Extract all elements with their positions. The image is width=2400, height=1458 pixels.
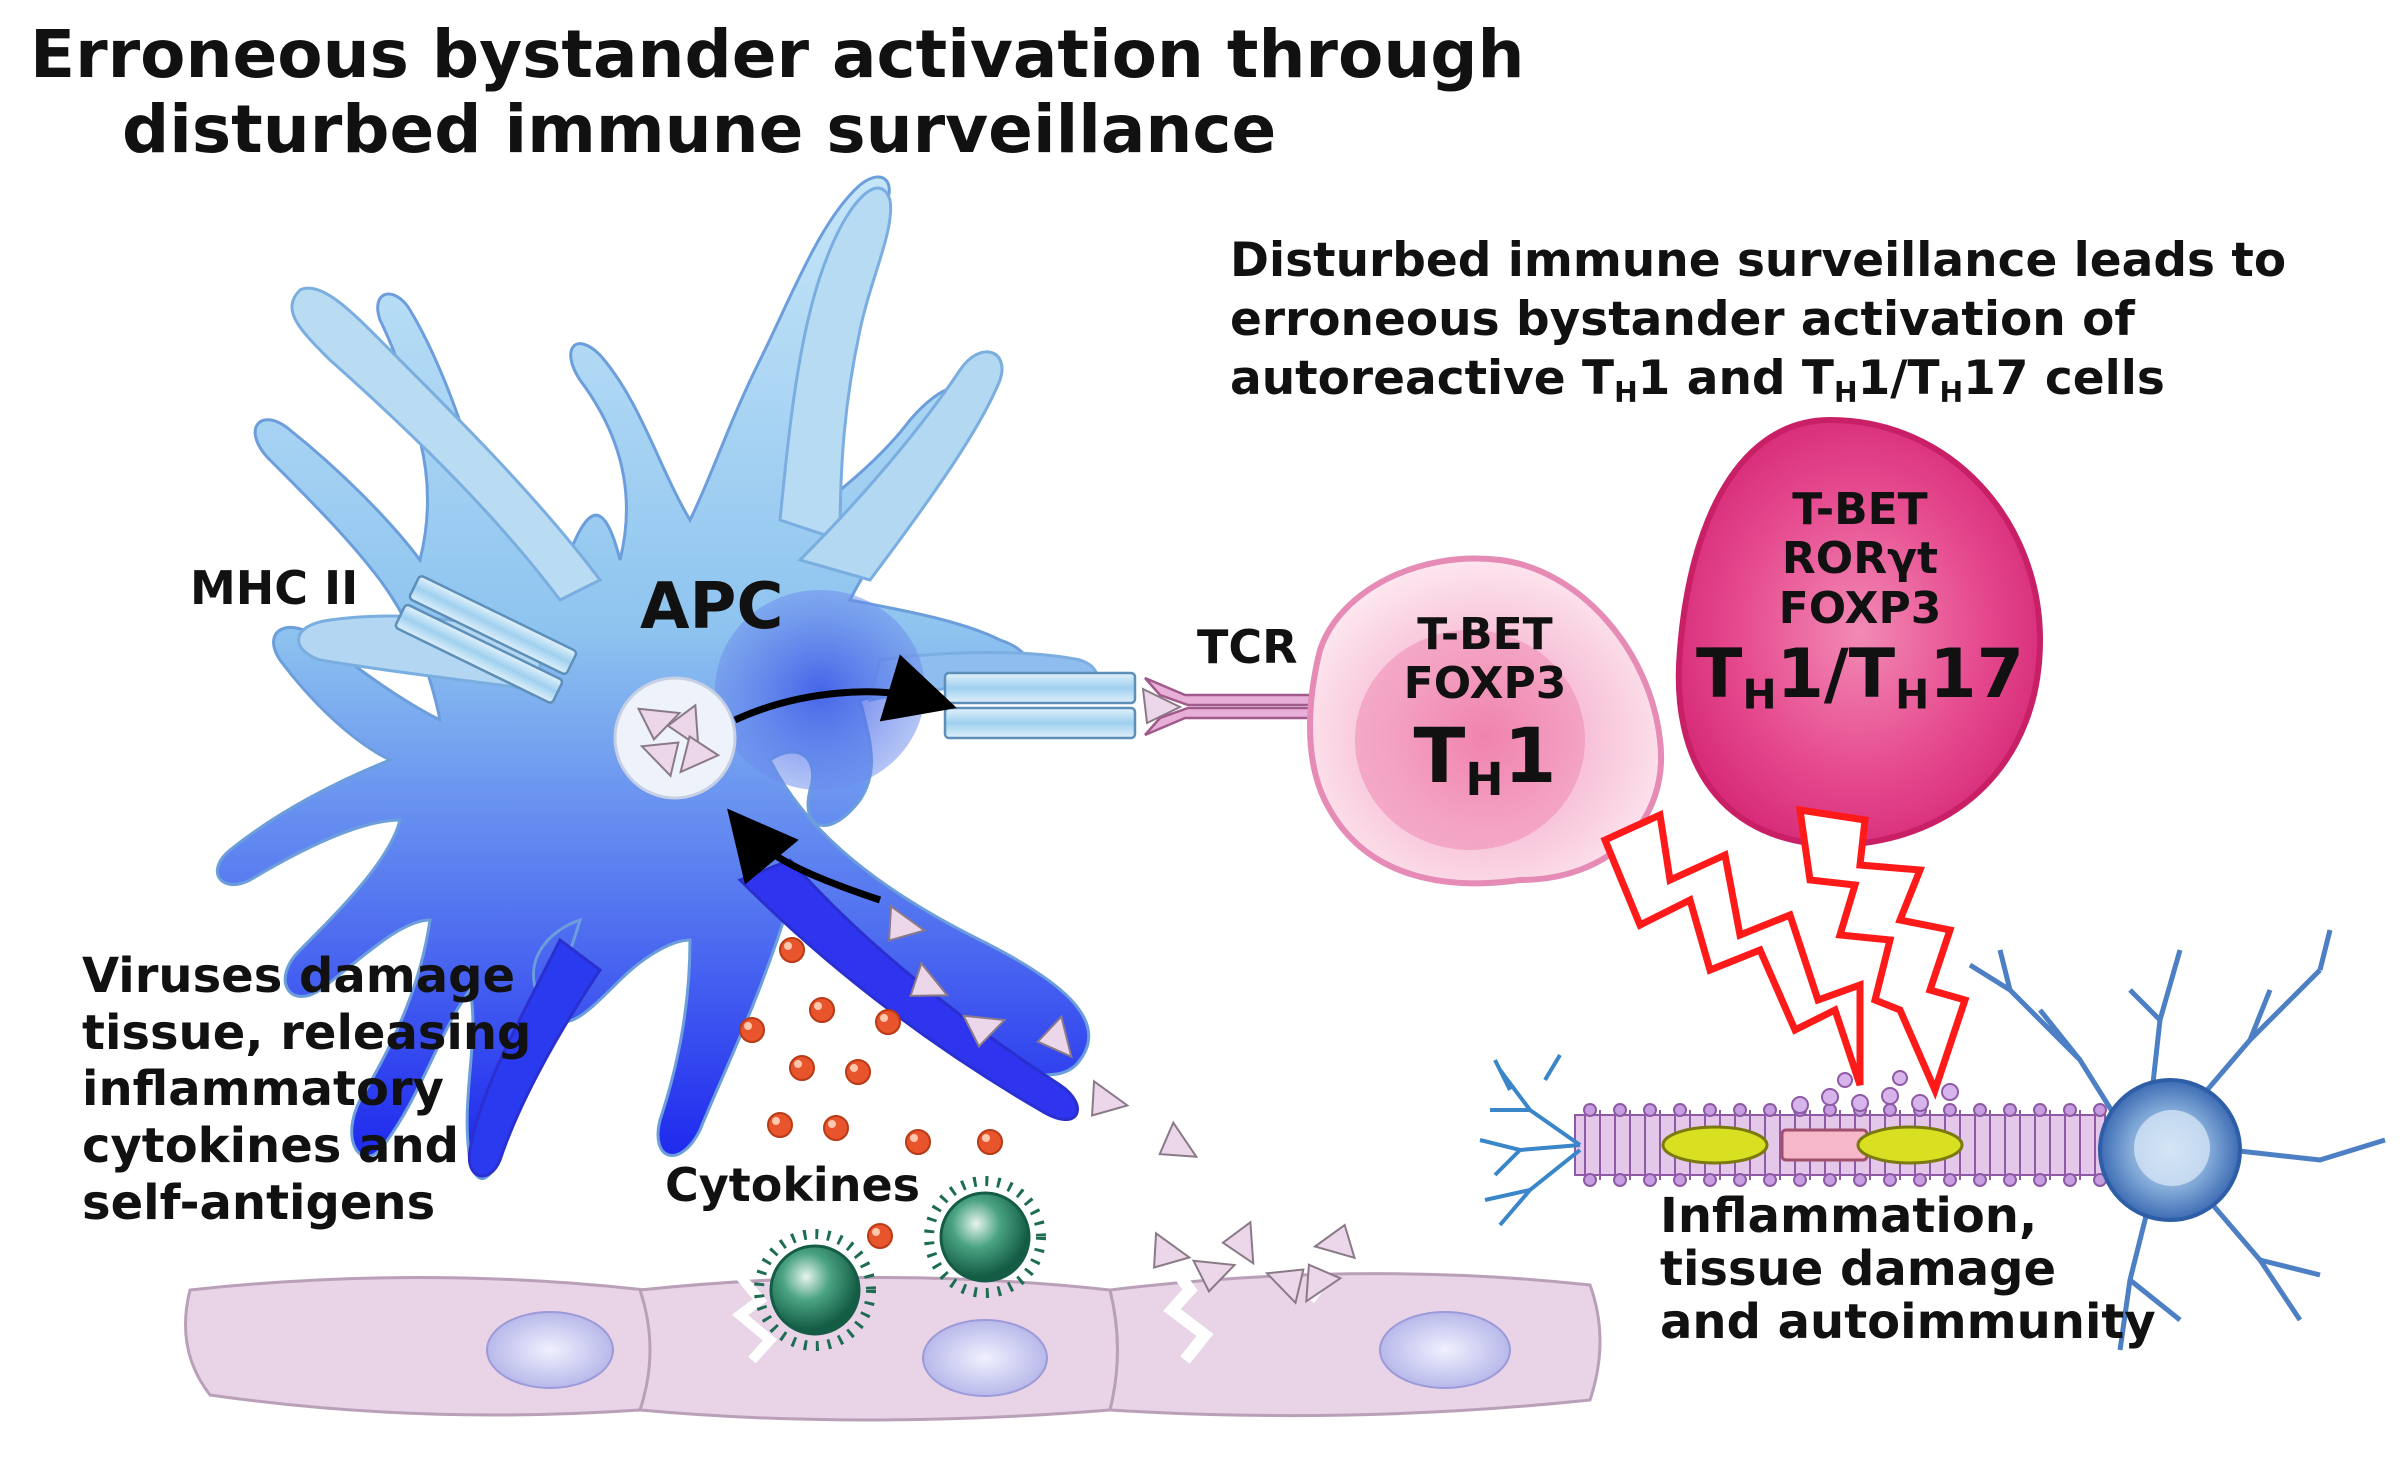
annotation-line-3: autoreactive TH1 and TH1/TH17 cells bbox=[1230, 350, 2165, 409]
axon-terminal-branches bbox=[1479, 1053, 1582, 1227]
lightning-bolts bbox=[1600, 805, 1970, 1100]
virus-text-line-2: tissue, releasing bbox=[82, 1004, 532, 1061]
membrane-protein bbox=[1780, 1128, 1869, 1162]
apc-endosome bbox=[613, 676, 737, 800]
neuron-nucleus bbox=[2134, 1110, 2210, 1186]
title-line-2: disturbed immune surveillance bbox=[122, 90, 1277, 168]
tissue-nucleus-3 bbox=[1379, 1311, 1511, 1389]
tissue-crack-1 bbox=[731, 1266, 778, 1364]
annotation-line-2: erroneous bystander activation of bbox=[1230, 291, 2135, 347]
virus-damage-text: Viruses damage tissue, releasing inflamm… bbox=[82, 948, 531, 1231]
surveillance-annotation: Disturbed immune surveillance leads to e… bbox=[1230, 232, 2286, 408]
apc-dendrite-lower-left bbox=[467, 937, 603, 1178]
virus-text-line-5: self-antigens bbox=[82, 1174, 436, 1231]
annotation-line-1: Disturbed immune surveillance leads to bbox=[1230, 233, 2287, 288]
apc-dendrite-left-upper bbox=[290, 286, 603, 602]
arrow-presentation bbox=[733, 654, 957, 724]
lightning-bolt-th1 bbox=[1600, 809, 1864, 1087]
th1-cell-nucleus bbox=[1355, 630, 1585, 850]
cytokines-label: Cytokines bbox=[665, 1158, 921, 1212]
mhc-ii-label: MHC II bbox=[190, 561, 359, 615]
apc-nucleus bbox=[715, 590, 925, 790]
virus-text-line-1: Viruses damage bbox=[82, 948, 516, 1004]
outcome-text: Inflammation, tissue damage and autoimmu… bbox=[1660, 1190, 2156, 1348]
mhc-ii-presenting bbox=[943, 671, 1181, 740]
apc-label: APC bbox=[640, 570, 784, 644]
th1-name: TH1 bbox=[1413, 710, 1557, 806]
virus-particle bbox=[924, 1176, 1046, 1298]
th17-marker-2: RORγt bbox=[1781, 533, 1939, 585]
ion-channel bbox=[1856, 1125, 1964, 1165]
th17-marker-3: FOXP3 bbox=[1778, 582, 1942, 634]
tissue-crack-2 bbox=[1160, 1251, 1214, 1364]
apc-dendrite-top bbox=[778, 186, 893, 543]
title-line-1: Erroneous bystander activation through bbox=[30, 16, 1525, 93]
apc-dendrite-right-upper bbox=[797, 350, 1004, 582]
apc-dendrite-left-mid bbox=[297, 614, 542, 692]
virus-particle bbox=[754, 1229, 876, 1351]
outcome-text-line-3: and autoimmunity bbox=[1660, 1293, 2156, 1350]
tcr-label: TCR bbox=[1197, 620, 1298, 674]
outcome-text-line-2: tissue damage bbox=[1660, 1240, 2057, 1297]
axon-myelin bbox=[1574, 1070, 2107, 1187]
th1-cell bbox=[1307, 555, 1665, 887]
mhc-ii-molecule bbox=[394, 575, 578, 704]
ion-channel bbox=[1661, 1125, 1769, 1165]
arrow-uptake bbox=[727, 808, 882, 904]
virus-group bbox=[754, 1176, 1046, 1351]
figure-title: Erroneous bystander activation through d… bbox=[30, 16, 1525, 168]
lightning-bolt-th17 bbox=[1795, 805, 1970, 1100]
tissue-layer bbox=[184, 1246, 1602, 1422]
virus-text-line-4: cytokines and bbox=[82, 1117, 459, 1174]
th1-marker-2: FOXP3 bbox=[1403, 658, 1567, 710]
th17-name: TH1/TH17 bbox=[1696, 634, 2024, 719]
apc-dendrite-lower-right bbox=[737, 858, 1079, 1121]
neuron bbox=[1968, 929, 2386, 1351]
tissue-nucleus-1 bbox=[486, 1311, 614, 1389]
th1-cell-label: T-BET FOXP3 TH1 bbox=[1385, 609, 1585, 806]
virus-text-line-3: inflammatory bbox=[82, 1061, 444, 1118]
th1-marker-1: T-BET bbox=[1417, 609, 1553, 660]
tissue-nucleus-2 bbox=[922, 1319, 1048, 1397]
th17-cell-label: T-BET RORγt FOXP3 TH1/TH17 bbox=[1690, 484, 2030, 719]
outcome-text-line-1: Inflammation, bbox=[1660, 1188, 2038, 1244]
th17-marker-1: T-BET bbox=[1792, 484, 1928, 535]
